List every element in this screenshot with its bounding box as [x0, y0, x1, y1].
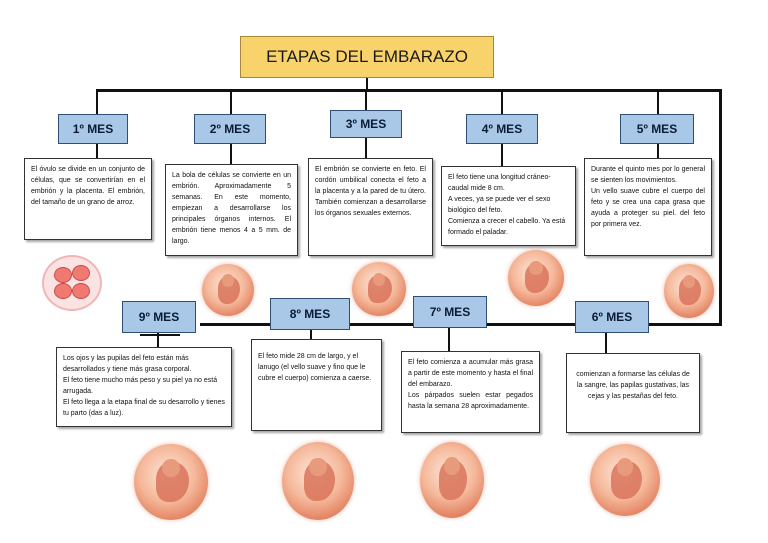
month-8-text-1: El feto mide 28 cm de largo, y el lanugo… [258, 353, 372, 382]
month-6-description: comienzan a formarse las células de la s… [566, 353, 700, 433]
title-connector [366, 78, 368, 90]
m4-desc-connector [501, 144, 503, 166]
month-1-cell-division-image [42, 255, 102, 311]
month-9-description: Los ojos y las pupilas del feto están má… [56, 347, 232, 427]
month-8-fetus-image [282, 442, 354, 520]
month-9-text-2: El feto tiene mucho más peso y su piel y… [63, 377, 218, 395]
m1-desc-connector [96, 144, 98, 158]
month-1-text-1: El óvulo se divide en un conjunto de cél… [31, 166, 145, 206]
month-5-text-2: Un vello suave cubre el cuerpo del feto … [591, 188, 705, 228]
m5-desc-connector [657, 144, 659, 158]
m3-desc-connector [365, 138, 367, 158]
month-2-description: La bola de células se convierte en un em… [165, 164, 298, 256]
m2-stem [230, 91, 232, 115]
month-2-embryo-image [202, 264, 254, 316]
m2-desc-connector [230, 144, 232, 164]
month-3-label: 3º MES [330, 110, 402, 138]
m3-stem [365, 91, 367, 111]
month-5-embryo-image [664, 264, 714, 318]
cell-1 [54, 267, 72, 283]
m4-stem [501, 91, 503, 115]
month-6-fetus-image [590, 444, 660, 516]
month-7-description: El feto comienza a acumular más grasa a … [401, 351, 540, 433]
month-6-text-1: comienzan a formarse las células de la s… [576, 371, 690, 400]
month-5-description: Durante el quinto mes por lo general se … [584, 158, 712, 256]
month-7-head-shape [444, 457, 460, 476]
month-5-label: 5º MES [620, 114, 694, 144]
month-7-label: 7º MES [413, 296, 487, 328]
m9-desc-connector [157, 333, 159, 348]
month-3-description: El embrión se convierte en feto. El cord… [308, 158, 433, 256]
diagram-title: ETAPAS DEL EMBARAZO [240, 36, 494, 78]
month-6-label: 6º MES [575, 301, 649, 333]
month-5-head-shape [683, 274, 695, 288]
month-3-embryo-image [352, 262, 406, 316]
month-2-head-shape [221, 274, 235, 287]
month-9-label: 9º MES [122, 301, 196, 333]
month-9-underline [140, 334, 180, 336]
m7-desc-connector [448, 328, 450, 352]
month-2-text-1: La bola de células se convierte en un em… [172, 172, 291, 245]
month-3-text-1: El embrión se convierte en feto. El cord… [315, 166, 426, 217]
month-7-text-1: El feto comienza a acumular más grasa a … [408, 359, 533, 388]
cell-4 [72, 283, 90, 299]
cell-3 [54, 283, 72, 299]
month-4-description: El feto tiene una longitud cráneo-caudal… [441, 166, 576, 246]
month-4-embryo-image [508, 250, 564, 306]
month-8-description: El feto mide 28 cm de largo, y el lanugo… [251, 339, 382, 431]
month-1-label: 1º MES [58, 114, 128, 144]
month-7-text-2: Los párpados suelen estar pegados hasta … [408, 392, 533, 410]
month-4-text-2: A veces, ya se puede ver el sexo biológi… [448, 196, 551, 214]
month-1-description: El óvulo se divide en un conjunto de cél… [24, 158, 152, 240]
month-5-text-1: Durante el quinto mes por lo general se … [591, 166, 705, 184]
month-8-head-shape [309, 457, 327, 477]
month-9-fetus-image [134, 444, 208, 520]
month-9-head-shape [162, 459, 180, 478]
right-vertical-line [719, 89, 722, 326]
cell-2 [72, 265, 90, 281]
m8-desc-connector [310, 330, 312, 340]
month-6-head-shape [616, 458, 634, 476]
m1-stem [96, 91, 98, 115]
month-9-text-1: Los ojos y las pupilas del feto están má… [63, 355, 192, 373]
m5-stem [657, 91, 659, 115]
month-4-text-1: El feto tiene una longitud cráneo-caudal… [448, 174, 551, 192]
month-7-fetus-image [420, 442, 484, 518]
month-4-head-shape [529, 261, 543, 275]
month-2-label: 2º MES [194, 114, 266, 144]
month-3-head-shape [372, 272, 386, 286]
month-8-label: 8º MES [270, 298, 350, 330]
month-4-text-3: Comienza a crecer el cabello. Ya está fo… [448, 218, 566, 236]
month-9-text-3: El feto llega a la etapa final de su des… [63, 399, 225, 417]
top-branch-line [96, 89, 722, 92]
month-4-label: 4º MES [466, 114, 538, 144]
m6-desc-connector [605, 332, 607, 354]
